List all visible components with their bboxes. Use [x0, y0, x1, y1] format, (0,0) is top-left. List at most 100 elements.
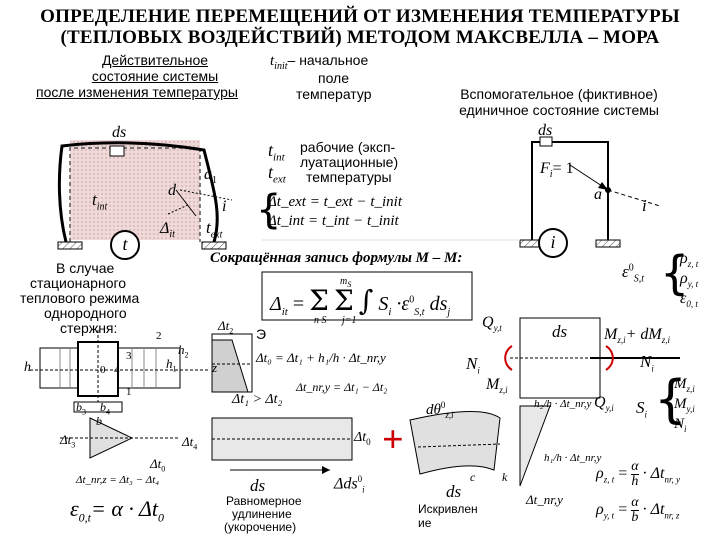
n1-label: 1	[126, 386, 132, 398]
force-line-ext	[607, 189, 661, 207]
n2-label: 2	[156, 330, 162, 342]
point-a	[605, 187, 611, 193]
bending-ds: ds	[446, 482, 462, 501]
Mz-label-left: Mz,i	[486, 376, 508, 396]
Ni-label-left: Ni	[466, 354, 480, 376]
Qy-label-right: Qy,i	[594, 394, 614, 414]
rho-z-equation: ρz, t = α h · Δtnr, y	[596, 459, 680, 489]
Si-label: Si	[636, 398, 648, 420]
real-state-line-3: после изменения температуры	[36, 84, 238, 100]
dtnr-equation: Δt_nr,y = Δt₁ − Δt₂	[296, 380, 388, 394]
steady-line-3: теплового режима	[20, 290, 140, 306]
heated-dots	[70, 140, 200, 240]
bending-caption-2: ие	[418, 516, 432, 530]
n4-label: 4	[114, 364, 120, 376]
d-label: d	[168, 182, 176, 199]
disp-line-3	[179, 189, 233, 201]
t-int-frame-label: tint	[92, 190, 108, 213]
Mz-plus-label: Mz,i+ dMz,i	[604, 326, 670, 346]
fi-label: Fi= 1	[540, 160, 574, 181]
steady-line-1: В случае	[56, 260, 115, 276]
delta-ext-equation: Δt_ext = t_ext − t_init	[268, 194, 403, 210]
working-temps-line-1: рабочие (эксп-	[300, 139, 396, 155]
disp-line-2	[167, 203, 191, 215]
b3-label: b3	[76, 400, 86, 417]
uniform-caption-1: Равномерное	[226, 494, 302, 508]
a-label-right: a	[594, 186, 602, 203]
force-arrow-head	[598, 182, 608, 190]
dtheta-label: dθ0z,i	[426, 400, 454, 420]
steady-line-5: стержня:	[60, 320, 118, 336]
t-init-label: tinit– начальное	[270, 52, 369, 72]
element-moment-left	[504, 345, 513, 371]
Qy-label-left: Qy,t	[482, 314, 502, 334]
h2h-label: h₂/h · Δt_nr,y	[534, 398, 592, 410]
uniform-dt0: Δt0	[354, 430, 371, 447]
Si-N: Ni	[674, 416, 687, 434]
t-init-text-2: поле	[318, 70, 350, 86]
temp-trapezoid	[211, 339, 249, 393]
Si-brace: {	[654, 370, 688, 430]
sum2-bottom: j=1	[342, 315, 357, 326]
short-formula-caption: Сокращённая запись формулы М – М:	[210, 250, 463, 266]
k-label: k	[502, 470, 508, 484]
delta-it-label: Δit	[160, 220, 175, 241]
support-right-2	[595, 239, 621, 248]
dt4-label: Δt4	[182, 434, 198, 452]
i-label-right: i	[642, 196, 647, 215]
b-bracket	[73, 401, 123, 413]
working-temps-line-2: луатационные)	[300, 154, 399, 170]
steady-line-4: однородного	[44, 305, 127, 321]
delta-brace: {	[256, 187, 282, 233]
uniform-ds: ds	[250, 476, 266, 495]
dt3-label: Δt3	[60, 432, 76, 450]
uniform-ds-arrowhead	[322, 466, 330, 474]
t-int-working: tint	[268, 140, 285, 164]
uniform-caption-2: удлинение	[232, 507, 292, 521]
ds-label-right: ds	[538, 122, 553, 139]
plus-sign: +	[382, 419, 404, 461]
dt0-bl-label: Δt0	[150, 456, 166, 474]
eps-st-lhs: ε0S,t	[622, 262, 644, 285]
ds-label-left: ds	[112, 124, 127, 141]
deformed-frame	[57, 141, 219, 243]
real-state-line-1: Действительное	[101, 52, 209, 68]
real-state-line-2: состояние системы	[91, 68, 219, 84]
formula-box	[261, 271, 473, 321]
rho-y-t: ρy, t	[680, 270, 699, 290]
t-ext-working: text	[268, 162, 286, 186]
rho-z-t: ρz, t	[680, 250, 699, 270]
a1-label: a1	[204, 166, 217, 187]
t-ext-frame-label: text	[206, 218, 223, 241]
sum1-bottom: n S	[314, 315, 327, 326]
bending-axis	[417, 443, 501, 448]
support-left-1	[57, 241, 83, 250]
c-label: c	[470, 470, 476, 484]
ds-element-left	[109, 145, 125, 157]
b4-label: b4	[100, 400, 110, 417]
bending-caption-1: Искривлен	[418, 502, 478, 516]
delta-int-equation: Δt_int = t_int − t_init	[268, 213, 399, 229]
dt-inequality: Δt₁ > Δt₂	[232, 392, 283, 407]
steady-line-2: стационарного	[30, 275, 127, 291]
title-line-2: (ТЕПЛОВЫХ ВОЗДЕЙСТВИЙ) МЕТОДОМ МАКСВЕЛЛА…	[60, 27, 660, 48]
aux-state-line-2: единичное состояние системы	[459, 102, 659, 118]
z-label: z	[212, 360, 218, 375]
h-label: h	[24, 360, 31, 375]
t-circle: t	[110, 230, 140, 260]
element-ds: ds	[552, 322, 568, 341]
element-moment-right	[605, 345, 614, 371]
disp-line-1	[175, 189, 197, 217]
title-line-1: ОПРЕДЕЛЕНИЕ ПЕРЕМЕЩЕНИЙ ОТ ИЗМЕНЕНИЯ ТЕМ…	[40, 6, 680, 27]
sum2-top: mS	[340, 276, 352, 289]
eps-st-brace: {	[660, 246, 690, 300]
eps0-equation: ε0,t= α · Δt0	[70, 496, 165, 525]
n3-label: 3	[126, 350, 132, 362]
uniform-dsi: Δds0i	[334, 474, 365, 495]
zero-label: 0	[100, 364, 106, 376]
rho-y-equation: ρy, t = α b · Δtnr, z	[596, 495, 680, 525]
dtnr-bottom-label: Δt_nr,y	[526, 492, 563, 507]
dtnr-z-equation: Δt_nr,z = Δt₃ − Δt₄	[76, 474, 160, 486]
